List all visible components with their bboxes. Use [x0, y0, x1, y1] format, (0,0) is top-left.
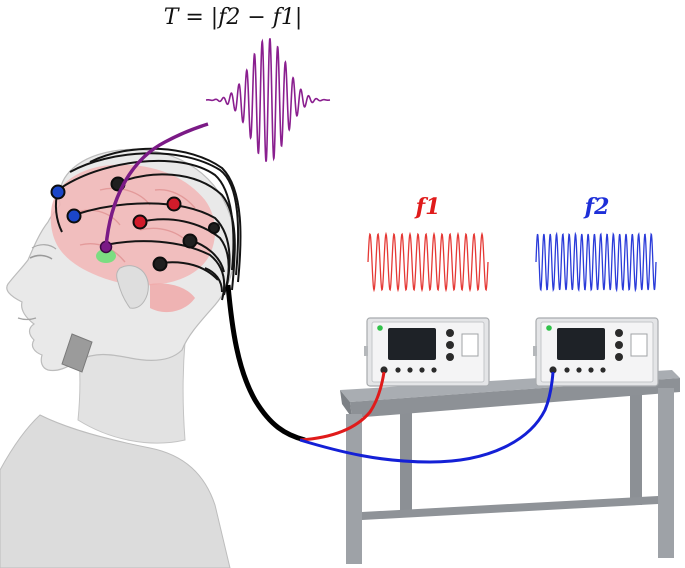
device-knob [446, 329, 454, 337]
brain [50, 164, 216, 286]
device-knob [615, 329, 623, 337]
electrode-red [132, 214, 148, 230]
device-slot [630, 333, 648, 357]
device-knob [615, 353, 623, 361]
main-cable [225, 284, 306, 443]
cap-wire [73, 202, 231, 291]
device-handle [364, 346, 368, 356]
device-button [600, 367, 606, 373]
power-led [546, 325, 552, 331]
device-knob [615, 341, 623, 349]
target-lead [104, 122, 209, 248]
output-port [549, 366, 557, 374]
device-knob [446, 341, 454, 349]
electrode-blue [50, 184, 66, 200]
device-button [564, 367, 570, 373]
cap-wire [89, 147, 242, 283]
chin-strap [61, 333, 93, 373]
function-generator-1 [364, 317, 490, 387]
device-button [588, 367, 594, 373]
electrode-blue [66, 208, 82, 224]
f1-cable [299, 371, 386, 442]
envelope-wave [205, 38, 331, 162]
function-generator-2 [533, 317, 659, 387]
cap-wire [204, 267, 223, 293]
device-button [431, 367, 437, 373]
shoulder [0, 414, 231, 568]
device-screen [557, 328, 605, 360]
electrode-red [166, 196, 182, 212]
cap-wire [117, 173, 236, 291]
lab-table [340, 370, 680, 564]
device-button [419, 367, 425, 373]
table-rail [362, 496, 658, 520]
device-button [576, 367, 582, 373]
table-leg-back [400, 402, 412, 512]
electrode-black [152, 256, 168, 272]
cap-wire [139, 218, 230, 296]
device-knob [446, 353, 454, 361]
device-button [395, 367, 401, 373]
mouth [17, 317, 37, 321]
table-leg-front [658, 388, 674, 558]
f2-label: f2 [583, 194, 610, 220]
cap-wire [69, 152, 240, 276]
cap-wire [104, 240, 226, 301]
f1-label: f1 [414, 194, 441, 220]
f2-wave [535, 231, 657, 293]
power-led [377, 325, 383, 331]
formula-label: T = |f2 − f1| [164, 5, 303, 30]
cerebellum [150, 283, 195, 313]
eyebrow [31, 244, 57, 250]
eye [29, 254, 53, 260]
device-screen [388, 328, 436, 360]
table-side [340, 390, 352, 418]
output-port [380, 366, 388, 374]
table-edge [350, 378, 680, 418]
target-region [96, 249, 116, 263]
electrode-cap [54, 147, 242, 301]
device-slot [461, 333, 479, 357]
table-leg-front [346, 414, 362, 564]
table-leg-back [630, 395, 642, 505]
electrode-black [208, 222, 220, 234]
ear [116, 265, 149, 309]
device-handle [533, 346, 537, 356]
f1-wave [367, 231, 489, 293]
brain-folds [69, 187, 196, 263]
electrode-black [182, 233, 198, 249]
f2-cable [299, 371, 555, 464]
device-button [407, 367, 413, 373]
